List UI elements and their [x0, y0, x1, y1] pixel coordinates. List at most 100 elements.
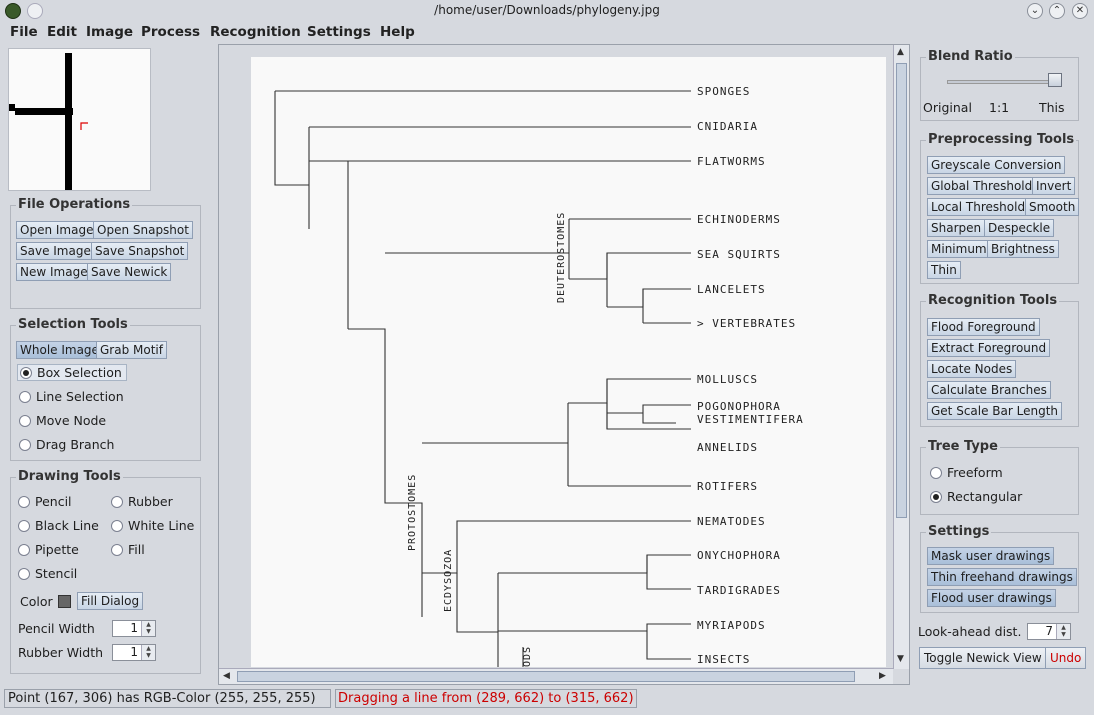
clade-label: ECDYSOZOA	[443, 549, 454, 612]
horizontal-scroll-thumb[interactable]	[237, 671, 855, 682]
pipette-radio[interactable]: Pipette	[18, 542, 79, 557]
brightness-button[interactable]: Brightness	[987, 240, 1059, 258]
recognition-title: Recognition Tools	[926, 293, 1060, 308]
calculate-branches-button[interactable]: Calculate Branches	[927, 381, 1051, 399]
save-newick-button[interactable]: Save Newick	[87, 263, 172, 281]
color-label: Color	[20, 594, 53, 609]
tip-label: ONYCHOPHORA	[697, 549, 781, 562]
scroll-left-icon[interactable]: ◀	[223, 671, 230, 681]
tip-label: ANNELIDS	[697, 441, 758, 454]
thin-drawings-toggle[interactable]: Thin freehand drawings	[927, 568, 1077, 586]
menu-edit[interactable]: Edit	[47, 24, 77, 40]
minimize-icon[interactable]: ⌄	[1027, 3, 1043, 19]
window-menu-icon[interactable]	[27, 3, 43, 19]
vertical-scrollbar[interactable]: ▲ ▼	[893, 45, 909, 669]
spinner-arrows-icon[interactable]: ▲▼	[1056, 624, 1070, 639]
open-image-button[interactable]: Open Image	[16, 221, 98, 239]
minimum-button[interactable]: Minimum	[927, 240, 991, 258]
tip-labels: SPONGES CNIDARIA FLATWORMS ECHINODERMS S…	[407, 85, 804, 667]
grab-motif-button[interactable]: Grab Motif	[96, 341, 167, 359]
box-selection-radio[interactable]: Box Selection	[17, 364, 127, 381]
menu-settings[interactable]: Settings	[307, 24, 371, 40]
invert-button[interactable]: Invert	[1032, 177, 1076, 195]
spinner-arrows-icon[interactable]: ▲▼	[141, 621, 155, 636]
line-selection-label: Line Selection	[36, 389, 124, 404]
image-viewport[interactable]: SPONGES CNIDARIA FLATWORMS ECHINODERMS S…	[218, 44, 910, 685]
menu-process[interactable]: Process	[141, 24, 201, 40]
tip-label: SPONGES	[697, 85, 750, 98]
fill-dialog-button[interactable]: Fill Dialog	[77, 592, 144, 610]
blend-slider-thumb[interactable]	[1048, 73, 1062, 87]
local-threshold-button[interactable]: Local Threshold	[927, 198, 1030, 216]
white-line-radio[interactable]: White Line	[111, 518, 194, 533]
flood-drawings-toggle[interactable]: Flood user drawings	[927, 589, 1056, 607]
freeform-radio[interactable]: Freeform	[930, 465, 1003, 480]
thin-button[interactable]: Thin	[927, 261, 961, 279]
status-bar: Point (167, 306) has RGB-Color (255, 255…	[0, 685, 1094, 715]
rectangular-label: Rectangular	[947, 489, 1023, 504]
tip-label: > VERTEBRATES	[697, 317, 796, 330]
smooth-button[interactable]: Smooth	[1025, 198, 1080, 216]
whole-image-button[interactable]: Whole Image	[16, 341, 103, 359]
drag-branch-radio[interactable]: Drag Branch	[19, 437, 114, 452]
save-image-button[interactable]: Save Image	[16, 242, 95, 260]
blend-ratio-panel: Blend Ratio Original 1:1 This	[920, 49, 1079, 121]
action-status: Dragging a line from (289, 662) to (315,…	[335, 689, 637, 708]
black-line-radio[interactable]: Black Line	[18, 518, 99, 533]
mask-drawings-toggle[interactable]: Mask user drawings	[927, 547, 1055, 565]
flood-foreground-button[interactable]: Flood Foreground	[927, 318, 1040, 336]
toggle-newick-button[interactable]: Toggle Newick View	[919, 647, 1047, 669]
settings-panel: Settings Mask user drawings Thin freehan…	[920, 524, 1079, 613]
freeform-label: Freeform	[947, 465, 1003, 480]
locate-nodes-button[interactable]: Locate Nodes	[927, 360, 1017, 378]
sharpen-button[interactable]: Sharpen	[927, 219, 986, 237]
blend-slider-track[interactable]	[947, 80, 1055, 84]
scroll-up-icon[interactable]: ▲	[897, 47, 904, 57]
greyscale-button[interactable]: Greyscale Conversion	[927, 156, 1066, 174]
rubber-width-spinner[interactable]: 1▲▼	[112, 644, 156, 661]
line-selection-radio[interactable]: Line Selection	[19, 389, 124, 404]
menu-help[interactable]: Help	[380, 24, 415, 40]
pencil-radio[interactable]: Pencil	[18, 494, 72, 509]
black-line-label: Black Line	[35, 518, 99, 533]
undo-button[interactable]: Undo	[1045, 647, 1087, 669]
despeckle-button[interactable]: Despeckle	[984, 219, 1055, 237]
pencil-width-spinner[interactable]: 1▲▼	[112, 620, 156, 637]
rubber-width-label: Rubber Width	[18, 645, 104, 660]
window-title: /home/user/Downloads/phylogeny.jpg	[434, 3, 660, 17]
tip-label: VESTIMENTIFERA	[697, 413, 804, 426]
spinner-arrows-icon[interactable]: ▲▼	[141, 645, 155, 660]
tip-label: ROTIFERS	[697, 480, 758, 493]
move-node-radio[interactable]: Move Node	[19, 413, 106, 428]
menu-file[interactable]: File	[10, 24, 38, 40]
lookahead-spinner[interactable]: 7▲▼	[1027, 623, 1071, 640]
zoom-preview	[8, 48, 151, 191]
close-icon[interactable]: ✕	[1072, 3, 1088, 19]
save-snapshot-button[interactable]: Save Snapshot	[91, 242, 189, 260]
rubber-radio[interactable]: Rubber	[111, 494, 173, 509]
new-image-button[interactable]: New Image	[16, 263, 92, 281]
stencil-radio[interactable]: Stencil	[18, 566, 77, 581]
menu-image[interactable]: Image	[86, 24, 134, 40]
lookahead-value: 7	[1045, 624, 1053, 638]
fill-radio[interactable]: Fill	[111, 542, 145, 557]
rectangular-radio[interactable]: Rectangular	[930, 489, 1022, 504]
radio-off-icon	[19, 391, 31, 403]
global-threshold-button[interactable]: Global Threshold	[927, 177, 1037, 195]
scale-bar-button[interactable]: Get Scale Bar Length	[927, 402, 1063, 420]
stencil-label: Stencil	[35, 566, 78, 581]
image-canvas[interactable]: SPONGES CNIDARIA FLATWORMS ECHINODERMS S…	[251, 57, 886, 667]
extract-foreground-button[interactable]: Extract Foreground	[927, 339, 1051, 357]
tip-label: MOLLUSCS	[697, 373, 758, 386]
open-snapshot-button[interactable]: Open Snapshot	[93, 221, 193, 239]
scroll-down-icon[interactable]: ▼	[897, 654, 904, 664]
fill-label: Fill	[128, 542, 145, 557]
vertical-scroll-thumb[interactable]	[896, 63, 907, 518]
color-swatch[interactable]	[58, 595, 71, 608]
menu-recognition[interactable]: Recognition	[210, 24, 301, 40]
clade-label: DEUTEROSTOMES	[556, 212, 567, 303]
maximize-icon[interactable]: ⌃	[1049, 3, 1065, 19]
clade-label: ODS	[522, 646, 533, 667]
horizontal-scrollbar[interactable]: ◀ ▶	[219, 668, 893, 684]
scroll-right-icon[interactable]: ▶	[879, 671, 886, 681]
